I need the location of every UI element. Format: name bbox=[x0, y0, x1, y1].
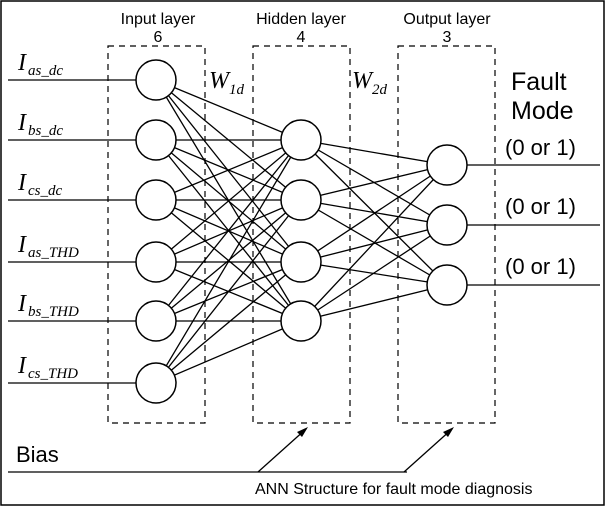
input-layer-count: 6 bbox=[154, 29, 163, 46]
connection-l2-2-1 bbox=[300, 164, 448, 201]
bias-label: Bias bbox=[16, 442, 59, 467]
input-layer-box bbox=[107, 45, 206, 424]
output-value-2: (0 or 1) bbox=[505, 194, 576, 219]
input-node-2 bbox=[135, 119, 177, 161]
io-lines bbox=[8, 79, 600, 384]
fault-mode-title-line2: Mode bbox=[511, 97, 574, 125]
connection-l1-6-3 bbox=[155, 261, 302, 384]
connection-l1-6-1 bbox=[155, 139, 302, 384]
input-node-5 bbox=[135, 300, 177, 342]
weight-label-w2: W2d bbox=[352, 68, 388, 98]
output-layer-box bbox=[397, 45, 496, 424]
output-node-2 bbox=[426, 204, 468, 246]
input-node-1 bbox=[135, 59, 177, 101]
connection-l1-4-1 bbox=[155, 139, 302, 263]
bias-arrowhead-output bbox=[443, 427, 454, 437]
connection-l1-1-3 bbox=[155, 79, 302, 263]
input-node-3 bbox=[135, 179, 177, 221]
hidden-layer-box bbox=[252, 45, 351, 424]
connection-l1-1-1 bbox=[155, 79, 302, 141]
hidden-node-2 bbox=[280, 179, 322, 221]
output-layer-title: Output layer bbox=[403, 11, 491, 28]
output-layer-count: 3 bbox=[443, 29, 452, 46]
hidden-layer-count: 4 bbox=[297, 29, 306, 46]
hidden-node-3 bbox=[280, 241, 322, 283]
hidden-node-1 bbox=[280, 119, 322, 161]
output-node-3 bbox=[426, 264, 468, 306]
connection-l1-6-4 bbox=[155, 320, 302, 384]
connection-l2-1-1 bbox=[300, 139, 448, 166]
hidden-layer-title: Hidden layer bbox=[256, 11, 347, 28]
connection-l2-4-1 bbox=[300, 164, 448, 322]
nodes bbox=[135, 59, 468, 404]
connection-l2-4-3 bbox=[300, 284, 448, 322]
fault-mode-title-line1: Fault bbox=[511, 68, 567, 96]
input-node-6 bbox=[135, 362, 177, 404]
output-value-1: (0 or 1) bbox=[505, 135, 576, 160]
bias-arrow-output bbox=[403, 428, 453, 473]
output-node-1 bbox=[426, 144, 468, 186]
input-layer-title: Input layer bbox=[121, 11, 196, 28]
hidden-node-4 bbox=[280, 300, 322, 342]
connection-l1-6-2 bbox=[155, 199, 302, 384]
bias-arrowhead-hidden bbox=[297, 427, 308, 437]
connections bbox=[155, 79, 448, 384]
weight-label-w1: W1d bbox=[209, 68, 245, 98]
connection-l1-5-1 bbox=[155, 139, 302, 322]
outer-frame bbox=[0, 0, 605, 506]
connection-l2-4-2 bbox=[300, 224, 448, 322]
bias-arrow-hidden bbox=[257, 428, 307, 473]
caption: ANN Structure for fault mode diagnosis bbox=[255, 481, 532, 498]
connection-l2-3-1 bbox=[300, 164, 448, 263]
output-value-3: (0 or 1) bbox=[505, 254, 576, 279]
input-node-4 bbox=[135, 241, 177, 283]
connection-l2-2-2 bbox=[300, 199, 448, 226]
connection-l1-3-1 bbox=[155, 139, 302, 201]
